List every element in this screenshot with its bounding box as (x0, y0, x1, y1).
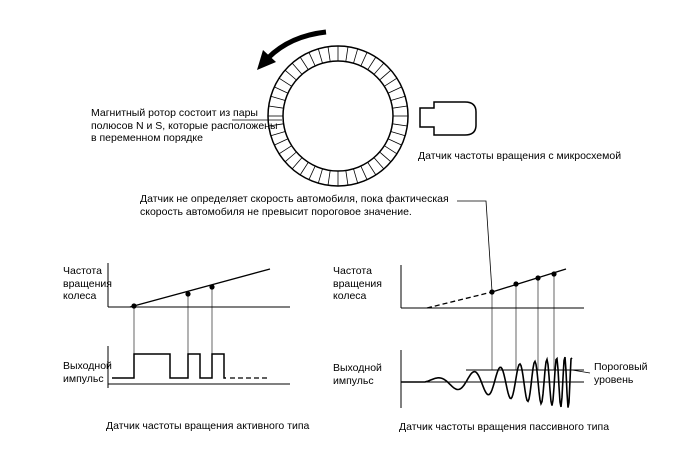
wheel-speed-label-left: Частота вращения колеса (63, 265, 112, 302)
threshold-leader-line (457, 200, 493, 292)
rotation-arrow (257, 29, 327, 70)
threshold-note: Датчик не определяет скорость автомобиля… (140, 193, 449, 218)
wheel-speed-label-right: Частота вращения колеса (333, 265, 382, 302)
ic-sensor-label: Датчик частоты вращения с микросхемой (418, 150, 622, 162)
active-speed-graph (107, 263, 290, 309)
ic-sensor-body (419, 101, 477, 136)
magnetic-rotor (267, 45, 409, 187)
output-pulse-label-left: Выходной импульс (63, 360, 112, 385)
active-guide-lines (133, 288, 213, 354)
passive-pulse-graph (400, 350, 591, 408)
output-pulse-label-right: Выходной импульс (333, 362, 382, 387)
passive-sensor-caption: Датчик частоты вращения пассивного типа (399, 421, 610, 433)
passive-speed-graph (400, 265, 584, 309)
threshold-level-label: Пороговый уровень (594, 361, 648, 386)
passive-guide-lines (491, 275, 555, 370)
active-sensor-caption: Датчик частоты вращения активного типа (106, 420, 310, 432)
active-pulse-graph (107, 346, 290, 388)
rotor-note: Магнитный ротор состоит из пары полюсов … (91, 107, 278, 144)
rotor-pole-ticks (268, 46, 408, 186)
